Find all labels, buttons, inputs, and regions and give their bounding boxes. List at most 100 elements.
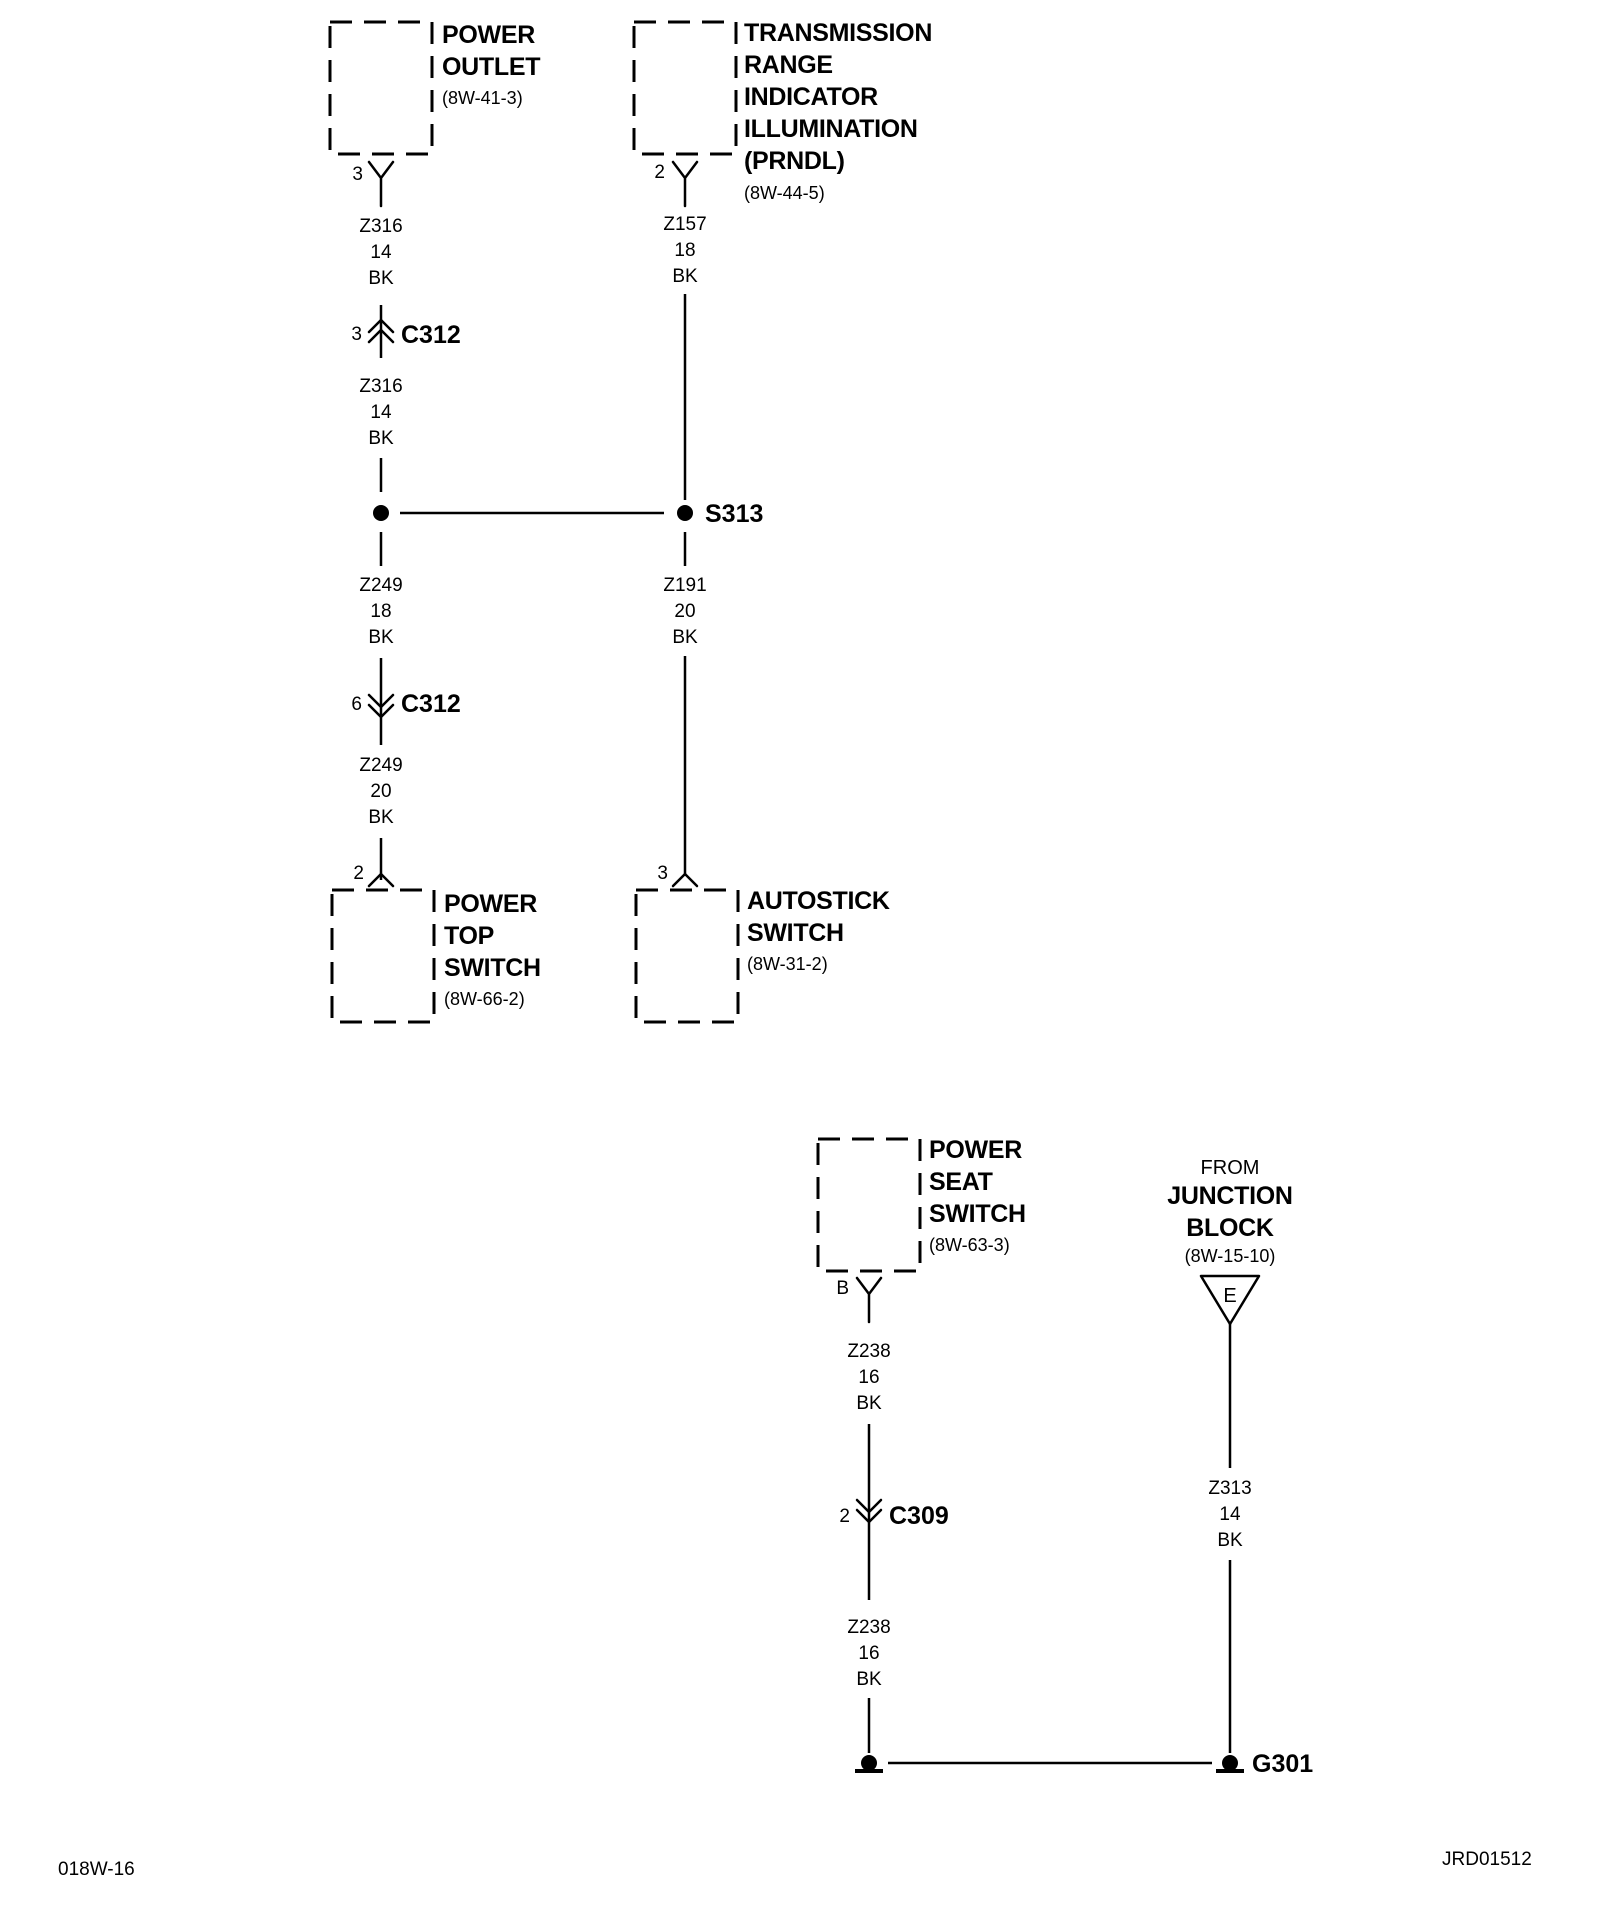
female-terminal-icon bbox=[671, 160, 699, 208]
prndl-ref: (8W-44-5) bbox=[744, 183, 825, 203]
c312-top-pin: 3 bbox=[351, 324, 362, 345]
c312-top-name: C312 bbox=[401, 321, 461, 349]
junction-block-pin: E bbox=[1223, 1285, 1236, 1307]
power-top-switch-box bbox=[330, 888, 436, 1024]
chevron-up-icon bbox=[367, 318, 395, 344]
wire-color: BK bbox=[368, 627, 394, 648]
male-terminal-icon bbox=[671, 872, 699, 888]
wire-z157-label: Z157 18 BK bbox=[663, 214, 706, 287]
prndl-name-5: (PRNDL) bbox=[744, 147, 845, 175]
wire-color: BK bbox=[368, 807, 394, 828]
prndl-name-1: TRANSMISSION bbox=[744, 19, 932, 47]
wire-gauge: 20 bbox=[674, 601, 695, 622]
connector-triangle-icon bbox=[1199, 1274, 1261, 1326]
wire-circuit: Z316 bbox=[359, 376, 402, 397]
wire-circuit: Z238 bbox=[847, 1341, 890, 1362]
male-terminal-icon bbox=[367, 872, 395, 888]
power-top-switch-pin: 2 bbox=[353, 863, 364, 884]
wire-circuit: Z238 bbox=[847, 1617, 890, 1638]
chevron-down-icon bbox=[855, 1498, 883, 1524]
wire-color: BK bbox=[1217, 1530, 1243, 1551]
power-top-switch-name-2: TOP bbox=[444, 922, 494, 950]
c312-bottom-pin: 6 bbox=[351, 694, 362, 715]
power-outlet-name-2: OUTLET bbox=[442, 53, 540, 81]
wire-z249-upper-label: Z249 18 BK bbox=[359, 575, 402, 648]
power-seat-switch-ref: (8W-63-3) bbox=[929, 1235, 1010, 1255]
wire-color: BK bbox=[856, 1393, 882, 1414]
power-top-switch-ref: (8W-66-2) bbox=[444, 989, 525, 1009]
wire-gauge: 18 bbox=[370, 601, 391, 622]
connector-c312-top: 3 C312 bbox=[351, 305, 461, 358]
junction-block-name-2: BLOCK bbox=[1186, 1214, 1274, 1242]
power-outlet-name-1: POWER bbox=[442, 21, 535, 49]
component-power-outlet: POWER OUTLET (8W-41-3) 3 bbox=[328, 20, 541, 208]
wire-gauge: 20 bbox=[370, 781, 391, 802]
ground-dot-right bbox=[1222, 1755, 1238, 1771]
autostick-switch-ref: (8W-31-2) bbox=[747, 954, 828, 974]
wire-gauge: 16 bbox=[858, 1643, 879, 1664]
power-top-switch-name-1: POWER bbox=[444, 890, 537, 918]
component-power-seat-switch: POWER SEAT SWITCH (8W-63-3) B bbox=[816, 1136, 1026, 1324]
wire-gauge: 16 bbox=[858, 1367, 879, 1388]
splice-name: S313 bbox=[705, 500, 763, 528]
prndl-box bbox=[632, 20, 738, 156]
junction-block-ref: (8W-15-10) bbox=[1185, 1246, 1276, 1266]
connector-c309: 2 C309 bbox=[839, 1424, 949, 1600]
footer-left-code: 018W-16 bbox=[58, 1859, 135, 1880]
wire-color: BK bbox=[672, 266, 698, 287]
wire-z313-label: Z313 14 BK bbox=[1208, 1478, 1251, 1551]
c309-name: C309 bbox=[889, 1502, 949, 1530]
wire-circuit: Z191 bbox=[663, 575, 706, 596]
autostick-switch-box bbox=[634, 888, 740, 1024]
splice-dot-right bbox=[677, 505, 693, 521]
prndl-pin: 2 bbox=[654, 162, 665, 183]
prndl-name-4: ILLUMINATION bbox=[744, 115, 918, 143]
power-seat-switch-name-2: SEAT bbox=[929, 1168, 993, 1196]
power-seat-switch-pin: B bbox=[836, 1278, 849, 1299]
junction-block-source: FROM JUNCTION BLOCK (8W-15-10) E bbox=[1167, 1157, 1293, 1326]
wire-color: BK bbox=[368, 428, 394, 449]
wire-circuit: Z249 bbox=[359, 755, 402, 776]
wire-circuit: Z157 bbox=[663, 214, 706, 235]
ground-g301: G301 bbox=[855, 1750, 1313, 1778]
footer-right-code: JRD01512 bbox=[1442, 1849, 1532, 1870]
wire-z191-label: Z191 20 BK bbox=[663, 575, 706, 648]
junction-block-from: FROM bbox=[1201, 1157, 1260, 1179]
prndl-name-2: RANGE bbox=[744, 51, 833, 79]
power-outlet-ref: (8W-41-3) bbox=[442, 88, 523, 108]
power-outlet-pin: 3 bbox=[352, 164, 363, 185]
component-power-top-switch: 2 POWER TOP SWITCH (8W-66-2) bbox=[330, 863, 541, 1024]
wire-z316-lower-label: Z316 14 BK bbox=[359, 376, 402, 449]
female-terminal-icon bbox=[855, 1276, 883, 1324]
c312-bottom-name: C312 bbox=[401, 690, 461, 718]
splice-dot-left bbox=[373, 505, 389, 521]
wire-z238-upper-label: Z238 16 BK bbox=[847, 1341, 890, 1414]
connector-c312-bottom: 6 C312 bbox=[351, 658, 461, 745]
female-terminal-icon bbox=[367, 160, 395, 208]
autostick-switch-name-1: AUTOSTICK bbox=[747, 887, 890, 915]
power-outlet-box bbox=[328, 20, 434, 156]
ground-name: G301 bbox=[1252, 1750, 1313, 1778]
wire-circuit: Z316 bbox=[359, 216, 402, 237]
wire-circuit: Z249 bbox=[359, 575, 402, 596]
power-top-switch-name-3: SWITCH bbox=[444, 954, 541, 982]
splice-s313: S313 bbox=[373, 500, 763, 528]
power-seat-switch-name-3: SWITCH bbox=[929, 1200, 1026, 1228]
power-seat-switch-box bbox=[816, 1137, 922, 1273]
ground-dot-left bbox=[861, 1755, 877, 1771]
component-autostick-switch: 3 AUTOSTICK SWITCH (8W-31-2) bbox=[634, 863, 890, 1024]
wire-gauge: 14 bbox=[370, 242, 392, 263]
wire-z238-lower-label: Z238 16 BK bbox=[847, 1617, 890, 1690]
c309-pin: 2 bbox=[839, 1506, 850, 1527]
wire-gauge: 14 bbox=[1219, 1504, 1241, 1525]
wire-z316-upper-label: Z316 14 BK bbox=[359, 216, 402, 289]
junction-block-name-1: JUNCTION bbox=[1167, 1182, 1292, 1210]
wire-color: BK bbox=[856, 1669, 882, 1690]
chevron-down-icon bbox=[367, 693, 395, 719]
wire-circuit: Z313 bbox=[1208, 1478, 1251, 1499]
wire-gauge: 18 bbox=[674, 240, 695, 261]
prndl-name-3: INDICATOR bbox=[744, 83, 878, 111]
wire-color: BK bbox=[368, 268, 394, 289]
autostick-switch-pin: 3 bbox=[657, 863, 668, 884]
